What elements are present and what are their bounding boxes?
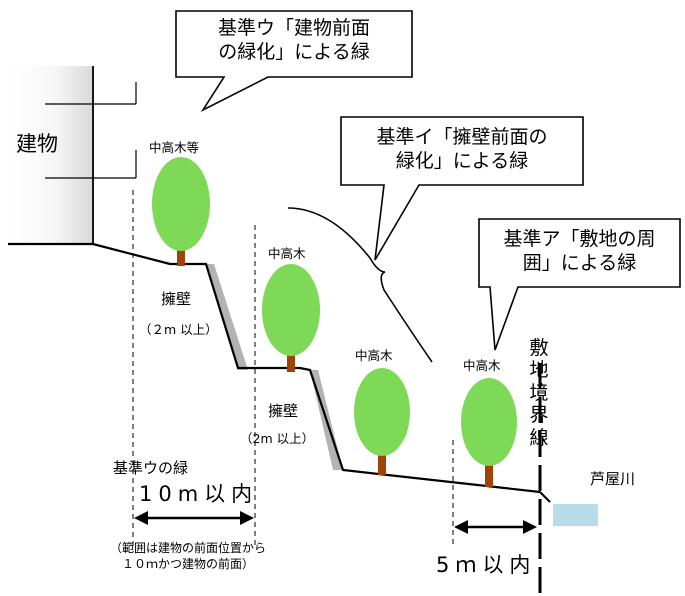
river: [553, 504, 598, 526]
tree-4: [461, 378, 517, 487]
callout-a-text: 基準ア「敷地の周 囲」による緑: [479, 227, 680, 276]
tree-1: [152, 157, 210, 266]
tree-1-label: 中高木等: [149, 140, 200, 155]
wall-1-note: （２m 以上）: [139, 322, 218, 337]
tree-4-label: 中高木: [463, 358, 501, 373]
callout-u-bubble: [175, 10, 413, 113]
callout-a-bubble: [478, 218, 681, 351]
boundary-label: 敷地境界線: [529, 337, 549, 449]
wall-2-note: （2m 以上）: [240, 431, 315, 446]
tree-2: [262, 264, 320, 372]
tree-3: [354, 368, 410, 475]
bank-line: [539, 491, 551, 503]
callout-u-line2: の緑化」による緑: [218, 41, 370, 64]
dim-a-value: 5ｍ以内: [436, 553, 537, 577]
bracket-brace: [287, 207, 433, 363]
tree-2-label: 中高木: [268, 246, 306, 261]
dim-u-note: （範囲は建物の前面位置から１０ｍかつ建物の前面）: [109, 541, 266, 572]
callout-u-text: 基準ウ「建物前面 の緑化」による緑: [176, 16, 412, 65]
callout-i-text: 基準イ「擁壁前面の 緑化」による緑: [341, 125, 583, 174]
callout-a-line1: 基準ア「敷地の周: [503, 228, 656, 250]
tree-3-label: 中高木: [355, 348, 393, 363]
river-label: 芦屋川: [590, 470, 636, 488]
building-label: 建物: [16, 132, 58, 156]
callout-i-line2: 緑化」による緑: [395, 150, 529, 173]
wall-2-label: 擁壁: [268, 402, 299, 420]
callout-i-line1: 基準イ「擁壁前面の: [376, 126, 548, 148]
retaining-wall-1: [206, 264, 248, 370]
dimension-arrow-10m: [134, 511, 254, 525]
callout-i-bubble: [340, 116, 584, 261]
callout-a-line2: 囲」による緑: [522, 252, 637, 275]
wall-1-label: 擁壁: [161, 290, 192, 308]
dimension-arrow-5m: [454, 520, 537, 534]
dim-u-title: 基準ウの緑: [113, 459, 189, 477]
dim-u-value: 10m以内: [139, 482, 259, 506]
building: [8, 66, 93, 244]
callout-u-line1: 基準ウ「建物前面: [217, 17, 370, 39]
ground-profile: [8, 242, 541, 494]
